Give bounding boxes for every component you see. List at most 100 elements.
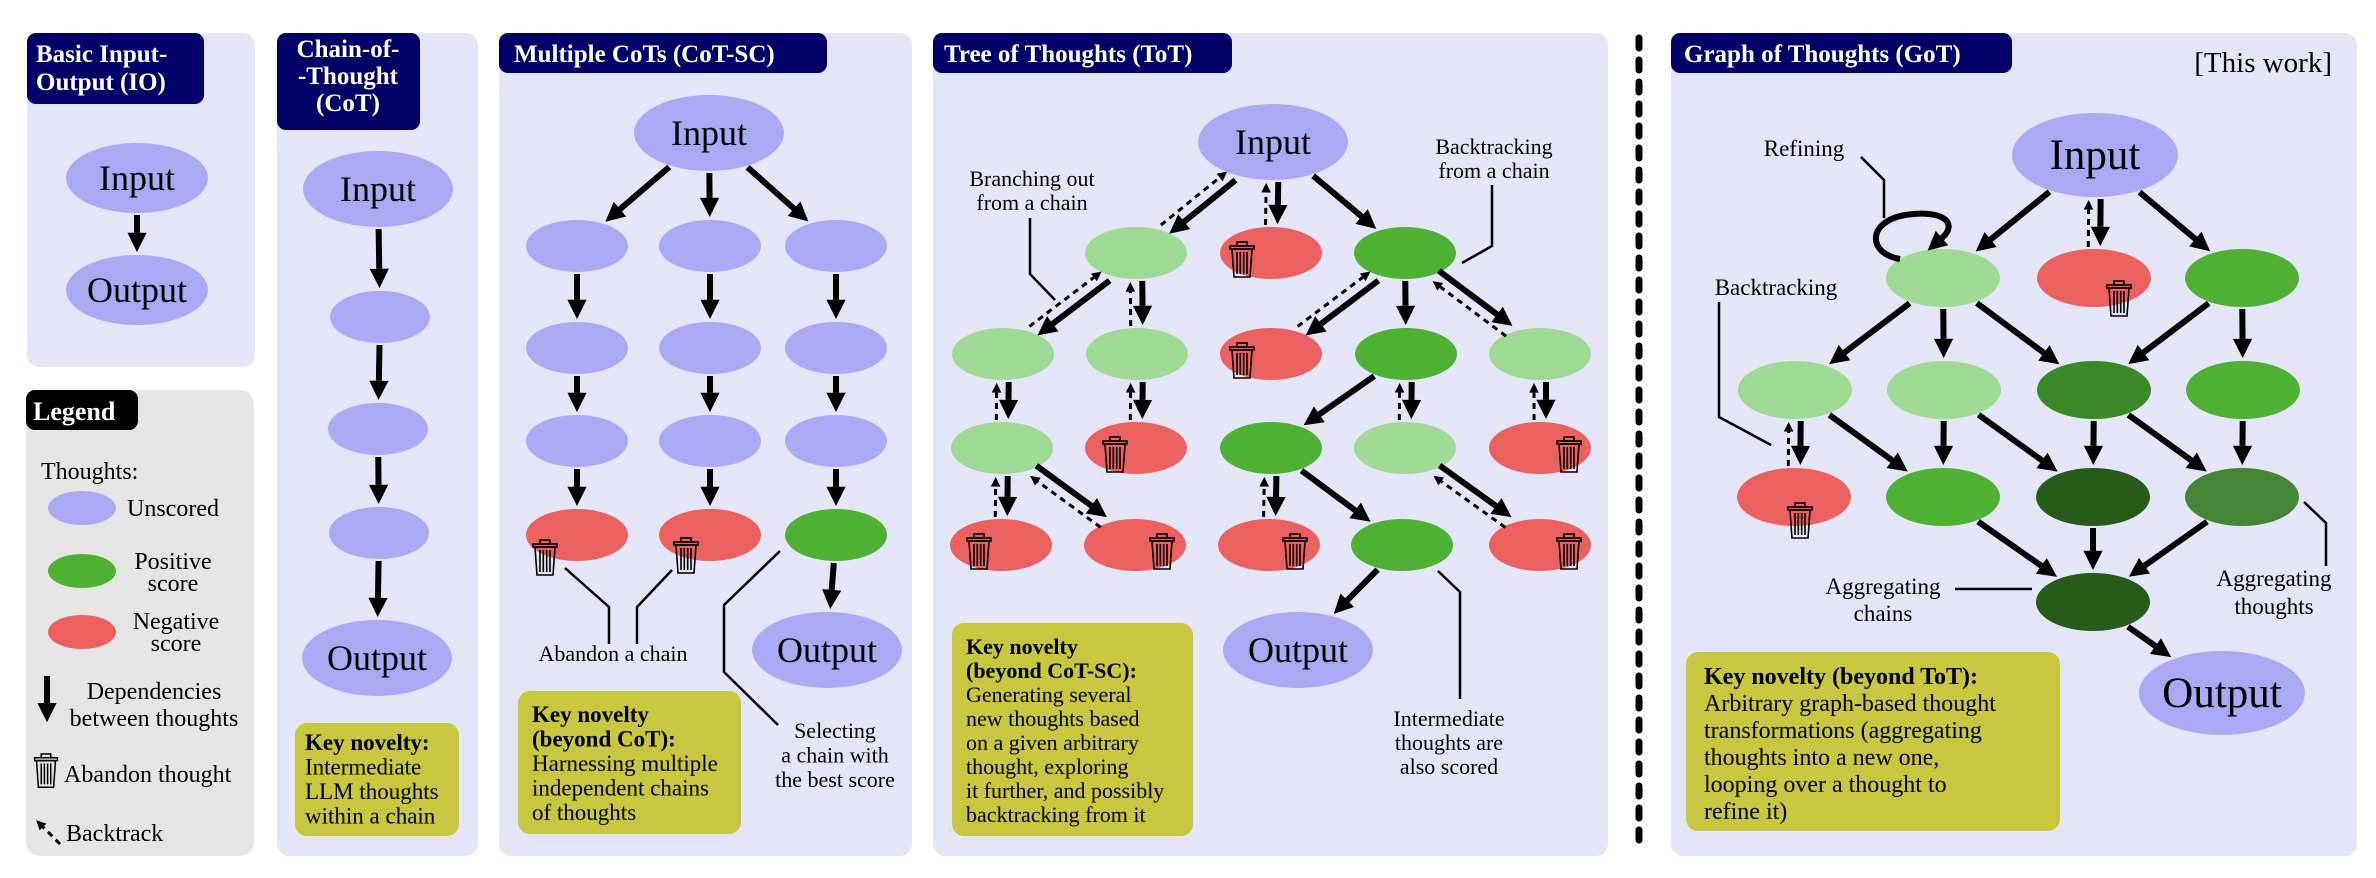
branching-label: from a chain: [976, 190, 1087, 215]
thought-node-positive-light: [952, 328, 1054, 380]
intermediate-leader-line: [1437, 570, 1462, 699]
dependency-arrow: [1976, 519, 2058, 577]
key-novelty-heading: (beyond CoT):: [532, 727, 676, 752]
key-novelty-text: LLM thoughts: [305, 779, 439, 804]
dependency-arrow: [2126, 412, 2207, 472]
dependency-arrow: [369, 228, 389, 289]
thought-node-unscored: [526, 415, 628, 467]
node-label: Output: [327, 638, 427, 678]
dependency-arrow: [1311, 173, 1377, 229]
key-novelty-text: of thoughts: [532, 800, 636, 825]
thought-node-unscored: [302, 620, 452, 696]
intermediate-label: also scored: [1400, 754, 1498, 779]
key-novelty-text: Generating several: [966, 682, 1132, 707]
aggregating-chains-label: chains: [1854, 601, 1913, 626]
trash-icon: [1787, 502, 1813, 539]
thought-node-positive-dark: [2037, 361, 2151, 419]
aggregating-thoughts-leader-line: [2303, 501, 2328, 566]
thought-node-positive: [1220, 422, 1322, 474]
thought-node-positive-light: [1086, 328, 1188, 380]
backtracking-label: Backtracking: [1715, 275, 1838, 300]
trash-icon: [1149, 533, 1175, 570]
legend-title: Legend: [33, 397, 116, 426]
thought-node-positive-darker: [2036, 573, 2150, 631]
node-label: Input: [99, 158, 175, 198]
thought-node-negative: [1489, 519, 1591, 571]
key-novelty-box: [952, 623, 1193, 836]
dependency-arrow: [2128, 519, 2209, 577]
selecting-chain-label: Selecting: [794, 718, 876, 743]
selecting-chain-leader-line: [722, 550, 781, 726]
dependency-arrow: [1829, 300, 1912, 365]
aggregating-chains-label: Aggregating: [1826, 574, 1941, 599]
key-novelty-heading: Key novelty:: [305, 730, 430, 755]
trash-icon: [966, 533, 992, 570]
key-novelty-box: [1686, 652, 2060, 831]
key-novelty-text: new thoughts based: [966, 706, 1140, 731]
node-label: Input: [1235, 122, 1311, 162]
thought-node-negative: [1489, 422, 1591, 474]
thought-node-positive: [2185, 249, 2299, 307]
aggregating-thoughts-label: thoughts: [2234, 594, 2313, 619]
dependency-arrow: [605, 164, 672, 222]
dependency-arrow: [1827, 412, 1908, 472]
io-title-box: [27, 33, 204, 104]
backtrack-arrow: [1028, 271, 1102, 328]
key-novelty-text: backtracking from it: [966, 802, 1146, 827]
key-novelty-heading: (beyond CoT-SC):: [966, 658, 1137, 683]
trash-icon: [1102, 436, 1128, 473]
key-novelty-heading: Key novelty: [966, 634, 1078, 659]
cot-title: -Thought: [298, 63, 399, 90]
thought-node-positive-light: [1887, 361, 2001, 419]
thought-node-unscored: [303, 151, 453, 227]
dependency-arrow: [1299, 468, 1371, 522]
node-label: Output: [1248, 630, 1348, 670]
legend-negative-swatch: [48, 615, 116, 649]
dependency-arrow: [368, 560, 388, 618]
thought-node-unscored: [1198, 104, 1348, 180]
trash-icon: [1282, 533, 1308, 570]
dependency-arrow: [369, 344, 389, 401]
branching-label: Branching out: [969, 166, 1094, 191]
thought-node-positive: [1355, 328, 1457, 380]
dependency-arrow: [2128, 300, 2211, 365]
backtrack-arrow: [1432, 281, 1507, 338]
dependency-arrow: [1437, 268, 1513, 326]
key-novelty-box: [518, 691, 741, 834]
backtrack-arrow: [1296, 271, 1371, 328]
key-novelty-text: within a chain: [305, 804, 436, 829]
key-novelty-text: Arbitrary graph-based thought: [1704, 691, 1996, 717]
thought-node-unscored: [66, 255, 208, 325]
legend-positive-label: score: [148, 571, 199, 597]
thought-node-unscored: [659, 322, 761, 374]
tot-title: Tree of Thoughts (ToT): [944, 41, 1192, 68]
io-title: Basic Input-: [36, 41, 167, 68]
thought-node-negative: [2037, 249, 2151, 307]
key-novelty-text: thoughts into a new one,: [1704, 745, 1939, 771]
abandon-chain-leader-line: [564, 567, 611, 644]
backtrack-arrow: [1433, 475, 1507, 529]
node-label: Input: [2050, 132, 2141, 179]
thought-node-positive-light: [1886, 249, 2000, 307]
dependency-arrow: [1975, 300, 2060, 365]
selecting-chain-label: the best score: [775, 767, 895, 792]
abandon-chain-label: Abandon a chain: [538, 641, 687, 666]
legend-dependencies-label: between thoughts: [70, 706, 239, 732]
dependency-arrow: [1169, 177, 1238, 234]
thought-node-unscored: [785, 415, 887, 467]
backtracking-label: from a chain: [1438, 158, 1549, 183]
cotsc-title: Multiple CoTs (CoT-SC): [514, 41, 775, 68]
selecting-chain-label: a chain with: [781, 743, 889, 768]
thought-node-unscored: [2012, 113, 2178, 197]
key-novelty-box: [295, 723, 459, 836]
legend-negative-label: Negative: [133, 609, 220, 635]
legend-unscored-label: Unscored: [127, 496, 219, 522]
refining-leader-line: [1860, 156, 1886, 218]
thought-node-positive: [2186, 361, 2300, 419]
dependency-arrow: [1037, 278, 1112, 336]
trash-icon: [1229, 241, 1255, 278]
abandon-chain-leader-line: [635, 569, 673, 644]
key-novelty-text: Harnessing multiple: [532, 751, 718, 776]
thought-node-negative: [1218, 519, 1320, 571]
